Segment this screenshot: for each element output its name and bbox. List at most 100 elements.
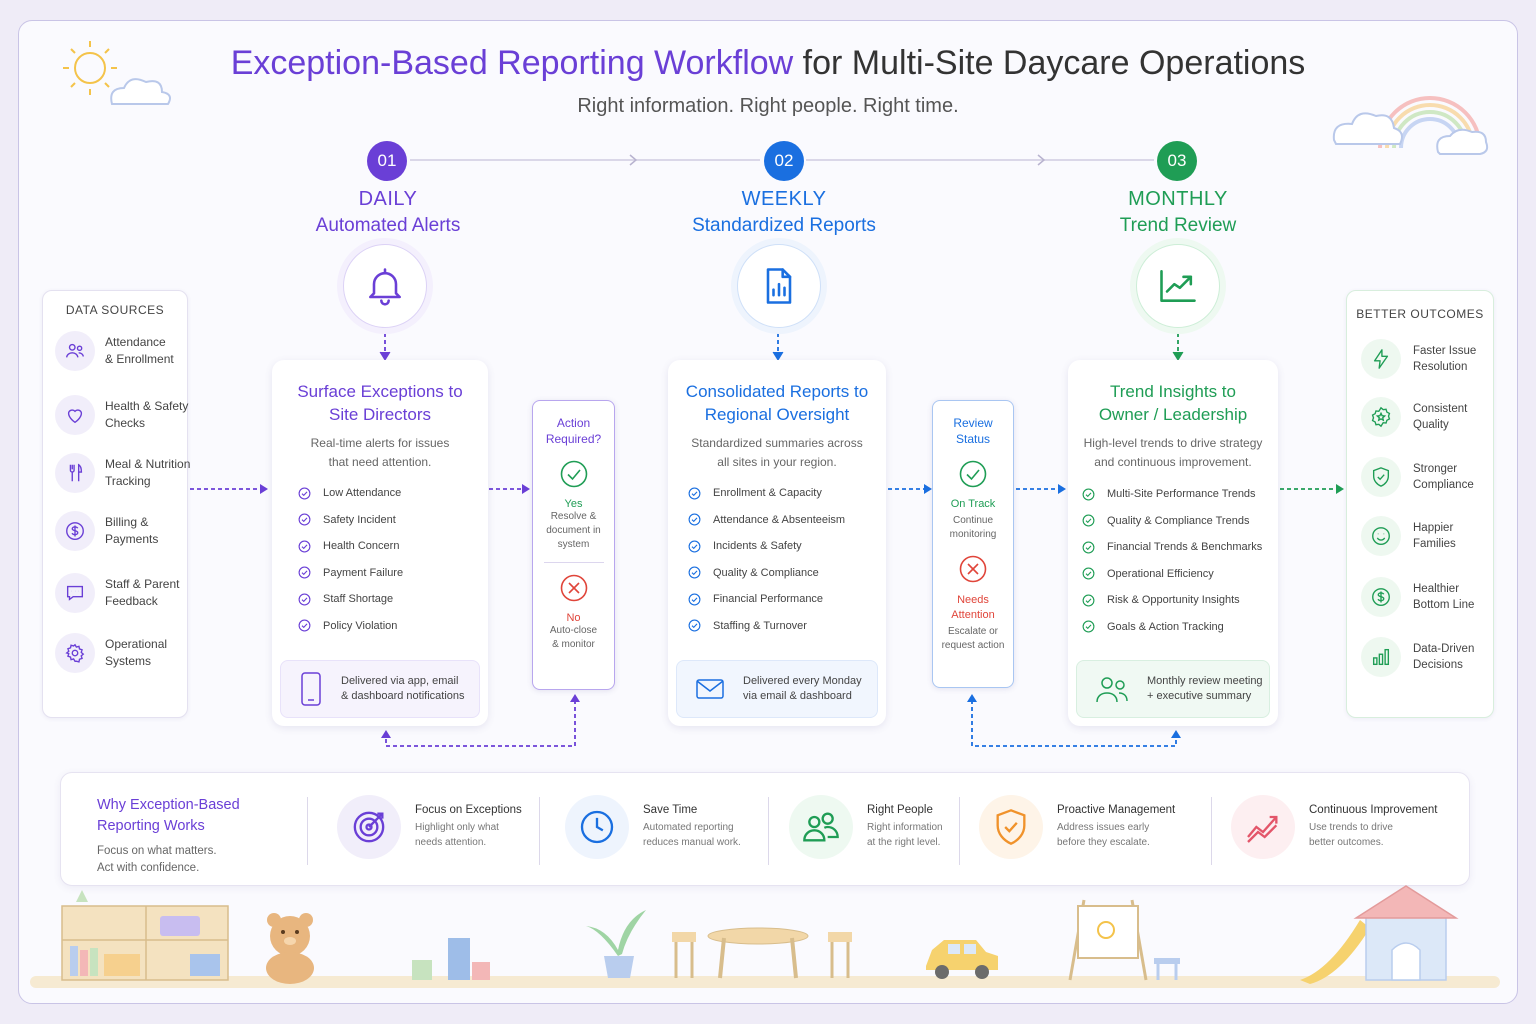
mail-icon	[696, 679, 724, 699]
list-item: Multi-Site Performance Trends	[1082, 481, 1262, 508]
data-sources-title: DATA SOURCES	[65, 303, 165, 317]
list-item: Low Attendance	[298, 480, 403, 507]
dollar-icon	[1361, 577, 1401, 617]
list-item: Goals & Action Tracking	[1082, 614, 1262, 641]
trend-icon	[1231, 795, 1295, 859]
list-item: Risk & Opportunity Insights	[1082, 587, 1262, 614]
list-item: Payment Failure	[298, 560, 403, 587]
check-circle-icon	[1082, 488, 1095, 501]
monthly-insight-list: Multi-Site Performance Trends Quality & …	[1082, 481, 1262, 640]
outcomes-title: BETTER OUTCOMES	[1356, 307, 1484, 321]
check-circle-icon	[298, 566, 311, 579]
list-item: Staff Shortage	[298, 586, 403, 613]
check-circle-icon	[298, 593, 311, 606]
source-attendance: Attendance& Enrollment	[55, 331, 201, 371]
list-item: Financial Trends & Benchmarks	[1082, 534, 1262, 561]
data-sources-panel: DATA SOURCES Attendance& Enrollment Heal…	[42, 290, 190, 718]
check-circle-icon	[1082, 594, 1095, 607]
step-number-01: 01	[367, 141, 407, 181]
check-circle-icon	[560, 460, 587, 488]
heart-icon	[55, 395, 95, 435]
report-icon	[737, 244, 821, 328]
page-subtitle: Right information. Right people. Right t…	[577, 95, 959, 117]
list-item: Quality & Compliance Trends	[1082, 508, 1262, 535]
gear-icon	[55, 633, 95, 673]
check-circle-icon	[688, 566, 701, 579]
badge-icon	[1361, 397, 1401, 437]
lightning-icon	[1361, 339, 1401, 379]
monthly-delivery-note: Monthly review meeting+ executive summar…	[1076, 660, 1270, 718]
list-item: Operational Efficiency	[1082, 561, 1262, 588]
check-circle-icon	[298, 487, 311, 500]
trend-icon	[1136, 244, 1220, 328]
people-icon	[1096, 677, 1128, 703]
check-circle-icon	[688, 540, 701, 553]
list-item: Enrollment & Capacity	[688, 480, 845, 507]
list-item: Financial Performance	[688, 586, 845, 613]
list-item: Incidents & Safety	[688, 533, 845, 560]
people-icon	[55, 331, 95, 371]
divider	[539, 797, 540, 865]
check-circle-icon	[688, 593, 701, 606]
check-circle-icon	[1082, 620, 1095, 633]
shield-check-icon	[979, 795, 1043, 859]
check-circle-icon	[298, 513, 311, 526]
shield-check-icon	[1361, 457, 1401, 497]
step-number-03: 03	[1157, 141, 1197, 181]
source-billing: Billing &Payments	[55, 511, 201, 551]
x-circle-icon	[560, 574, 587, 602]
bell-icon	[343, 244, 427, 328]
phone-icon	[301, 672, 321, 706]
page-title: Exception-Based Reporting Workflow for M…	[230, 44, 1306, 82]
check-circle-icon	[1082, 514, 1095, 527]
bar-chart-icon	[1361, 637, 1401, 677]
divider	[1211, 797, 1212, 865]
target-icon	[337, 795, 401, 859]
divider	[959, 797, 960, 865]
step-number-02: 02	[764, 141, 804, 181]
dollar-icon	[55, 511, 95, 551]
divider	[307, 797, 308, 865]
check-circle-icon	[1082, 567, 1095, 580]
list-item: Health Concern	[298, 533, 403, 560]
check-circle-icon	[688, 513, 701, 526]
check-circle-icon	[1082, 541, 1095, 554]
smile-icon	[1361, 516, 1401, 556]
check-circle-icon	[688, 619, 701, 632]
check-circle-icon	[959, 460, 987, 488]
people-icon	[789, 795, 853, 859]
list-item: Safety Incident	[298, 507, 403, 534]
list-item: Staffing & Turnover	[688, 613, 845, 640]
utensils-icon	[55, 453, 95, 493]
rainbow-decoration	[1332, 96, 1489, 155]
